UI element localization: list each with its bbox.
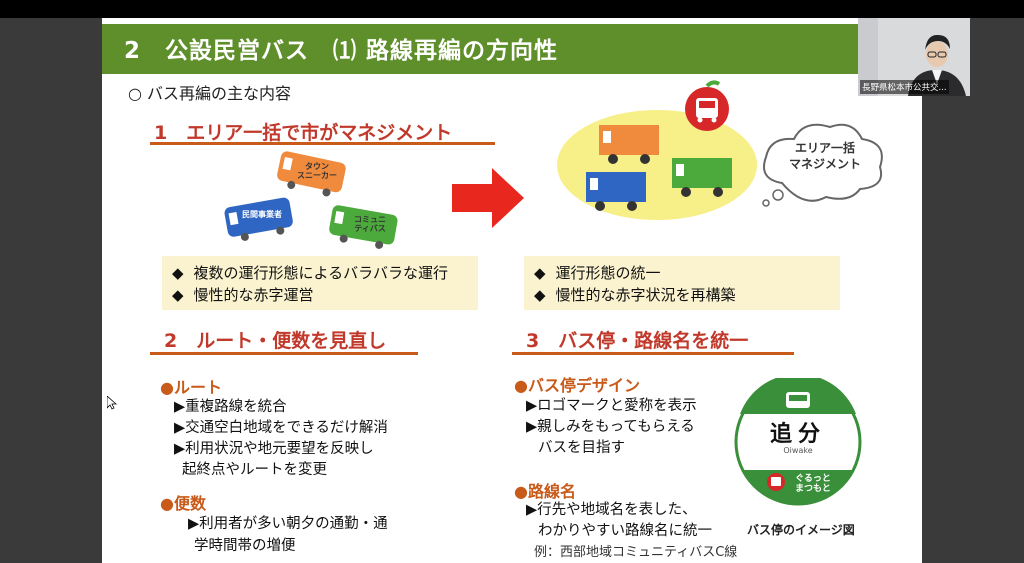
participant-name-label: 長野県松本市公共交... bbox=[860, 80, 949, 94]
list-item: ◆慢性的な赤字状況を再構築 bbox=[534, 286, 736, 304]
bus-icon bbox=[329, 205, 398, 249]
slide-subtitle: ○ バス再編の主な内容 bbox=[128, 84, 292, 103]
list-item: わかりやすい路線名に統一 bbox=[538, 523, 712, 539]
bus-stop-name: 追分 bbox=[769, 422, 826, 447]
bus-stop-caption: バス停のイメージ図 bbox=[747, 523, 855, 537]
bus-label-private-operator: 民間事業者 bbox=[242, 210, 282, 219]
list-item: ▶交通空白地域をできるだけ解消 bbox=[174, 420, 388, 436]
cloud-text: エリア一括 マネジメント bbox=[788, 141, 861, 171]
list-item: ▶行先や地域名を表した、 bbox=[526, 502, 697, 518]
list-item: ◆慢性的な赤字運営 bbox=[172, 286, 314, 304]
bus-label-town-sneaker: タウン スニーカー bbox=[297, 162, 337, 180]
frequency-subheading: ●便数 bbox=[160, 494, 206, 513]
after-bullets: ◆運行形態の統一 ◆慢性的な赤字状況を再構築 bbox=[524, 256, 840, 310]
list-item: 起終点やルートを変更 bbox=[182, 462, 327, 478]
shared-slide: 2 公設民営バス ⑴ 路線再編の方向性 ○ バス再編の主な内容 1 エリア一括で… bbox=[102, 18, 922, 563]
list-item: ▶利用状況や地元要望を反映し bbox=[174, 441, 374, 457]
bus-icon bbox=[685, 80, 729, 131]
bus-icon bbox=[277, 151, 346, 197]
slide-title: 2 公設民営バス ⑴ 路線再編の方向性 bbox=[124, 38, 559, 64]
section2-underline bbox=[150, 352, 418, 355]
route-subheading: ●ルート bbox=[160, 378, 222, 397]
list-item: ▶重複路線を統合 bbox=[174, 399, 287, 415]
participant-video-tile[interactable]: 長野県松本市公共交... bbox=[858, 18, 970, 96]
list-item: 学時間帯の増便 bbox=[194, 538, 296, 554]
list-item: ◆運行形態の統一 bbox=[534, 264, 661, 282]
list-item: 例：西部地域コミュニティバスC線 bbox=[534, 545, 738, 560]
bus-icon bbox=[224, 197, 293, 241]
section3-heading: 3 バス停・路線名を統一 bbox=[526, 330, 749, 352]
list-item: ▶利用者が多い朝夕の通勤・通 bbox=[188, 516, 388, 532]
list-item: ▶ロゴマークと愛称を表示 bbox=[526, 398, 697, 414]
bus-stop-romaji: Oiwake bbox=[783, 446, 813, 455]
bus-stop-sign-icon bbox=[734, 378, 862, 506]
section2-heading: 2 ルート・便数を見直し bbox=[164, 330, 387, 352]
section1-underline bbox=[150, 142, 495, 145]
bus-stop-brand: ぐるっと まつもと bbox=[795, 474, 831, 494]
bus-icon bbox=[672, 158, 732, 197]
section1-heading: 1 エリア一括で市がマネジメント bbox=[154, 122, 453, 144]
section3-underline bbox=[512, 352, 794, 355]
route-name-subheading: ●路線名 bbox=[514, 482, 576, 501]
bus-icon bbox=[599, 125, 659, 164]
bus-stop-design-subheading: ●バス停デザイン bbox=[514, 376, 640, 395]
list-item: バスを目指す bbox=[538, 440, 625, 456]
cloud-icon bbox=[762, 123, 883, 207]
before-bullets: ◆複数の運行形態によるバラバラな運行 ◆慢性的な赤字運営 bbox=[162, 256, 478, 310]
slide-title-bar bbox=[102, 24, 862, 74]
list-item: ▶親しみをもってもらえる bbox=[526, 419, 695, 435]
bus-icon bbox=[586, 172, 646, 211]
mouse-cursor-icon bbox=[107, 396, 117, 410]
list-item: ◆複数の運行形態によるバラバラな運行 bbox=[172, 264, 448, 282]
arrow-right-icon bbox=[452, 168, 524, 228]
bus-label-community-bus: コミュニ ティバス bbox=[354, 215, 386, 233]
meeting-top-bar bbox=[0, 0, 1024, 18]
